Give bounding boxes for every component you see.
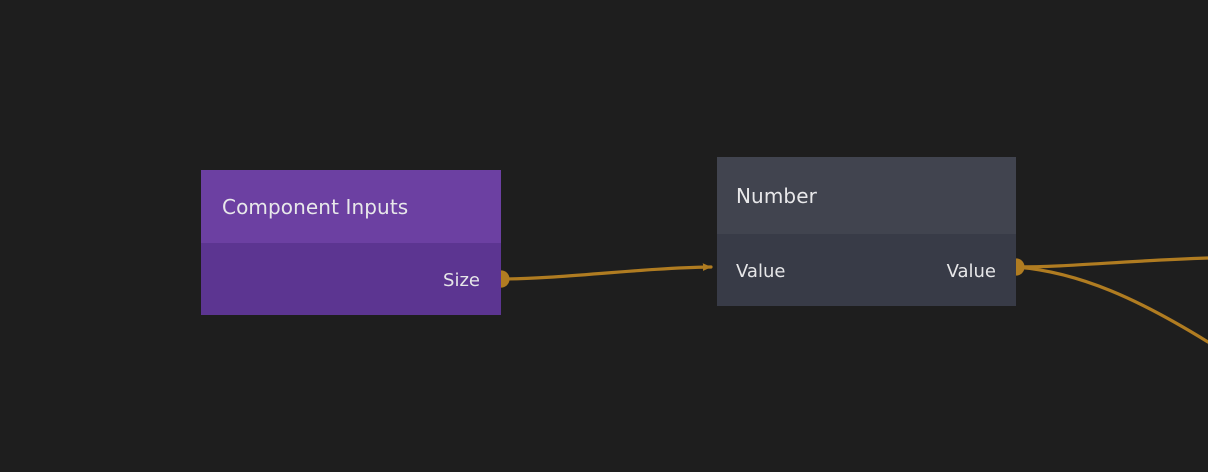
port-label-value-in: Value xyxy=(736,260,786,282)
node-number[interactable]: Number Value Value xyxy=(717,157,1016,306)
port-row-value[interactable]: Value Value xyxy=(736,234,996,306)
node-header-component-inputs[interactable]: Component Inputs xyxy=(201,170,501,243)
port-row-size[interactable]: Size xyxy=(222,243,481,315)
node-header-number[interactable]: Number xyxy=(717,157,1016,234)
edge-value-out-upper[interactable] xyxy=(1014,256,1208,269)
node-title-number: Number xyxy=(736,183,817,208)
node-component-inputs[interactable]: Component Inputs Size xyxy=(201,170,501,315)
node-body-component-inputs: Size xyxy=(201,243,501,315)
edge-size-to-value[interactable] xyxy=(499,263,713,281)
node-body-number: Value Value xyxy=(717,234,1016,306)
port-label-size: Size xyxy=(443,269,480,291)
node-title-component-inputs: Component Inputs xyxy=(222,194,409,219)
edge-value-out-lower[interactable] xyxy=(1014,265,1208,344)
port-label-value-out: Value xyxy=(946,260,996,282)
